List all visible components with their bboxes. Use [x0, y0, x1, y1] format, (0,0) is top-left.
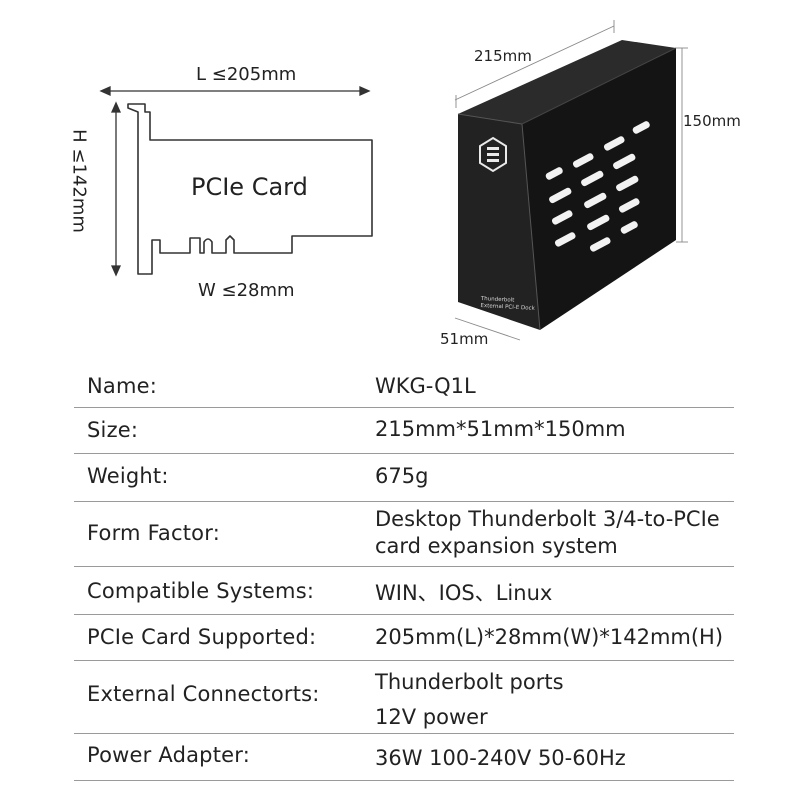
spec-value-line: Thunderbolt ports	[375, 670, 564, 694]
spec-label: Form Factor:	[87, 521, 220, 545]
box-length-label: 215mm	[474, 47, 532, 65]
box-height-label: 150mm	[683, 112, 741, 130]
spec-value: 205mm(L)*28mm(W)*142mm(H)	[375, 625, 724, 649]
spec-value-line: 12V power	[375, 705, 488, 729]
length-dimension	[99, 85, 371, 97]
height-label: H ≤142mm	[68, 129, 90, 233]
box-front-face	[458, 114, 540, 330]
spec-value: 215mm*51mm*150mm	[375, 417, 626, 441]
pcie-card-label: PCIe Card	[191, 173, 308, 201]
spec-value-line: card expansion system	[375, 534, 618, 558]
spec-value-line: Desktop Thunderbolt 3/4-to-PCIe	[375, 507, 720, 531]
spec-value: WKG-Q1L	[375, 374, 476, 398]
height-dimension	[110, 101, 122, 277]
spec-row-weight: Weight: 675g	[74, 454, 734, 502]
spec-value: Desktop Thunderbolt 3/4-to-PCIe card exp…	[375, 506, 720, 560]
spec-value: 675g	[375, 464, 429, 488]
box-top-face	[458, 40, 676, 124]
spec-value: Thunderbolt ports 12V power	[375, 665, 564, 735]
vent-slots	[545, 121, 650, 252]
box-side-face	[522, 48, 676, 330]
hexagon-logo-icon	[479, 136, 507, 173]
spec-label: Name:	[87, 374, 158, 398]
spec-row-size: Size: 215mm*51mm*150mm	[74, 408, 734, 454]
spec-label: Size:	[87, 418, 139, 442]
spec-row-external-connectors: External Connectorts: Thunderbolt ports …	[74, 661, 734, 734]
pcie-card-outline	[127, 103, 373, 275]
spec-label: External Connectorts:	[87, 682, 320, 706]
spec-value: 36W 100-240V 50-60Hz	[375, 746, 626, 770]
length-label: L ≤205mm	[196, 64, 297, 85]
spec-label: Power Adapter:	[87, 743, 250, 767]
spec-row-compatible-systems: Compatible Systems: WIN、IOS、Linux	[74, 567, 734, 615]
pcie-card-drawing	[99, 20, 688, 341]
spec-row-power-adapter: Power Adapter: 36W 100-240V 50-60Hz	[74, 734, 734, 781]
spec-value: WIN、IOS、Linux	[375, 581, 553, 605]
spec-table: Name: WKG-Q1L Size: 215mm*51mm*150mm Wei…	[74, 363, 734, 781]
box-side-text: Thunderbolt External PCI-E Dock	[480, 296, 535, 313]
box-dimension-lines	[454, 20, 688, 341]
spec-row-name: Name: WKG-Q1L	[74, 363, 734, 408]
spec-row-form-factor: Form Factor: Desktop Thunderbolt 3/4-to-…	[74, 502, 734, 567]
width-label: W ≤28mm	[198, 280, 295, 301]
product-diagram: L ≤205mm H ≤142mm PCIe Card W ≤28mm 215m…	[0, 0, 800, 360]
box-depth-label: 51mm	[440, 330, 489, 348]
spec-row-pcie-card-supported: PCIe Card Supported: 205mm(L)*28mm(W)*14…	[74, 615, 734, 661]
spec-label: Compatible Systems:	[87, 579, 315, 603]
spec-label: PCIe Card Supported:	[87, 625, 317, 649]
product-box	[457, 40, 677, 331]
spec-label: Weight:	[87, 464, 169, 488]
